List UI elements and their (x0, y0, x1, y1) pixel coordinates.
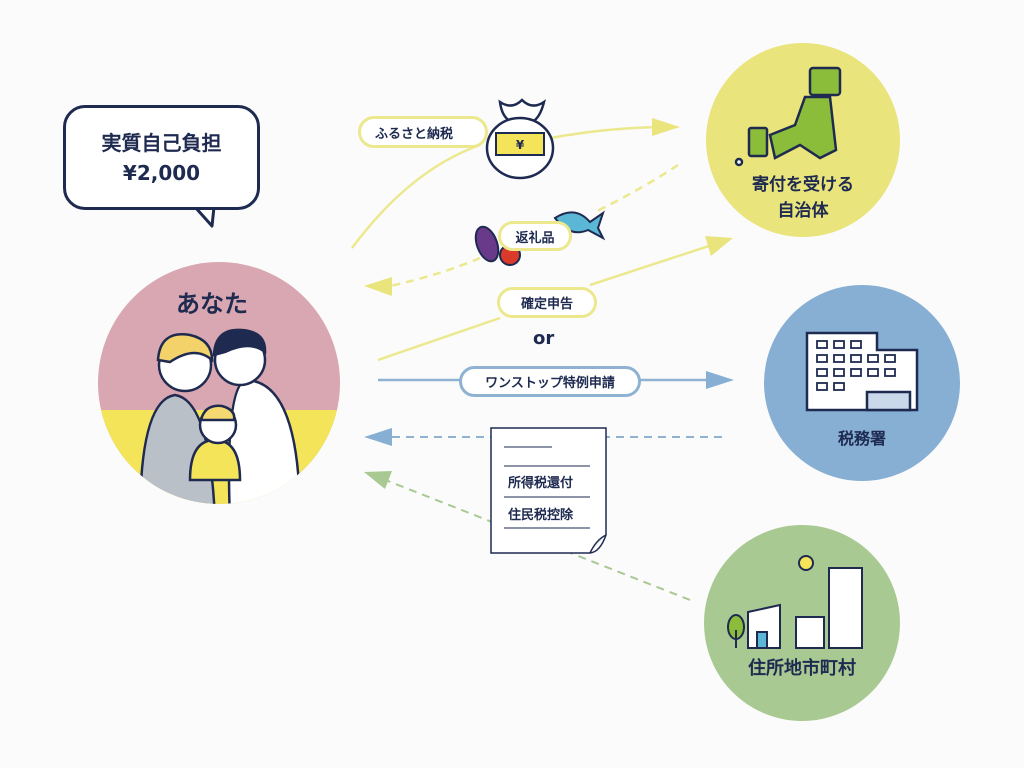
self-burden-bubble: 実質自己負担 ¥2,000 (63, 105, 260, 210)
donation-arrow-line (350, 125, 661, 249)
municipality-line1: 寄付を受ける (752, 175, 854, 195)
resident-tax-line (387, 480, 691, 601)
furusato-label: ふるさと納税 (358, 116, 488, 148)
bubble-line2: ¥2,000 (122, 160, 201, 185)
gift-return-line (389, 163, 679, 288)
tax-return-arrowhead (705, 236, 733, 256)
bubble-line1: 実質自己負担 (101, 130, 222, 155)
gift-return-arrowhead (364, 277, 392, 296)
svg-text:¥: ¥ (516, 138, 525, 152)
family-illustration (100, 328, 340, 504)
home-municipality-label: 住所地市町村 (748, 658, 856, 679)
henreihin-label: 返礼品 (498, 221, 572, 251)
tax-return-line (377, 243, 713, 362)
onestop-label: ワンストップ特例申請 (459, 366, 641, 397)
donation-arrowhead (652, 118, 680, 136)
vegetables-icon (474, 225, 521, 266)
tax-refund-arrowhead (364, 428, 392, 446)
town-icon (727, 555, 863, 649)
document-icon (490, 427, 607, 554)
bubble-tail (193, 205, 216, 228)
kakutei-label: 確定申告 (497, 287, 597, 318)
municipality-label: 寄付を受ける 自治体 (733, 172, 873, 224)
onestop-arrowhead (706, 371, 734, 389)
document-line1: 所得税還付 (508, 476, 574, 491)
you-label: あなた (176, 290, 248, 318)
japan-map-icon (734, 66, 842, 167)
municipality-line2: 自治体 (777, 201, 829, 221)
tax-office-label: 税務署 (837, 429, 886, 448)
resident-tax-arrowhead (364, 471, 392, 489)
tax-office-building-icon (805, 331, 919, 412)
money-bag-icon: ¥ (485, 98, 555, 180)
document-line2: 住民税控除 (508, 508, 574, 523)
or-label: or (533, 328, 555, 349)
